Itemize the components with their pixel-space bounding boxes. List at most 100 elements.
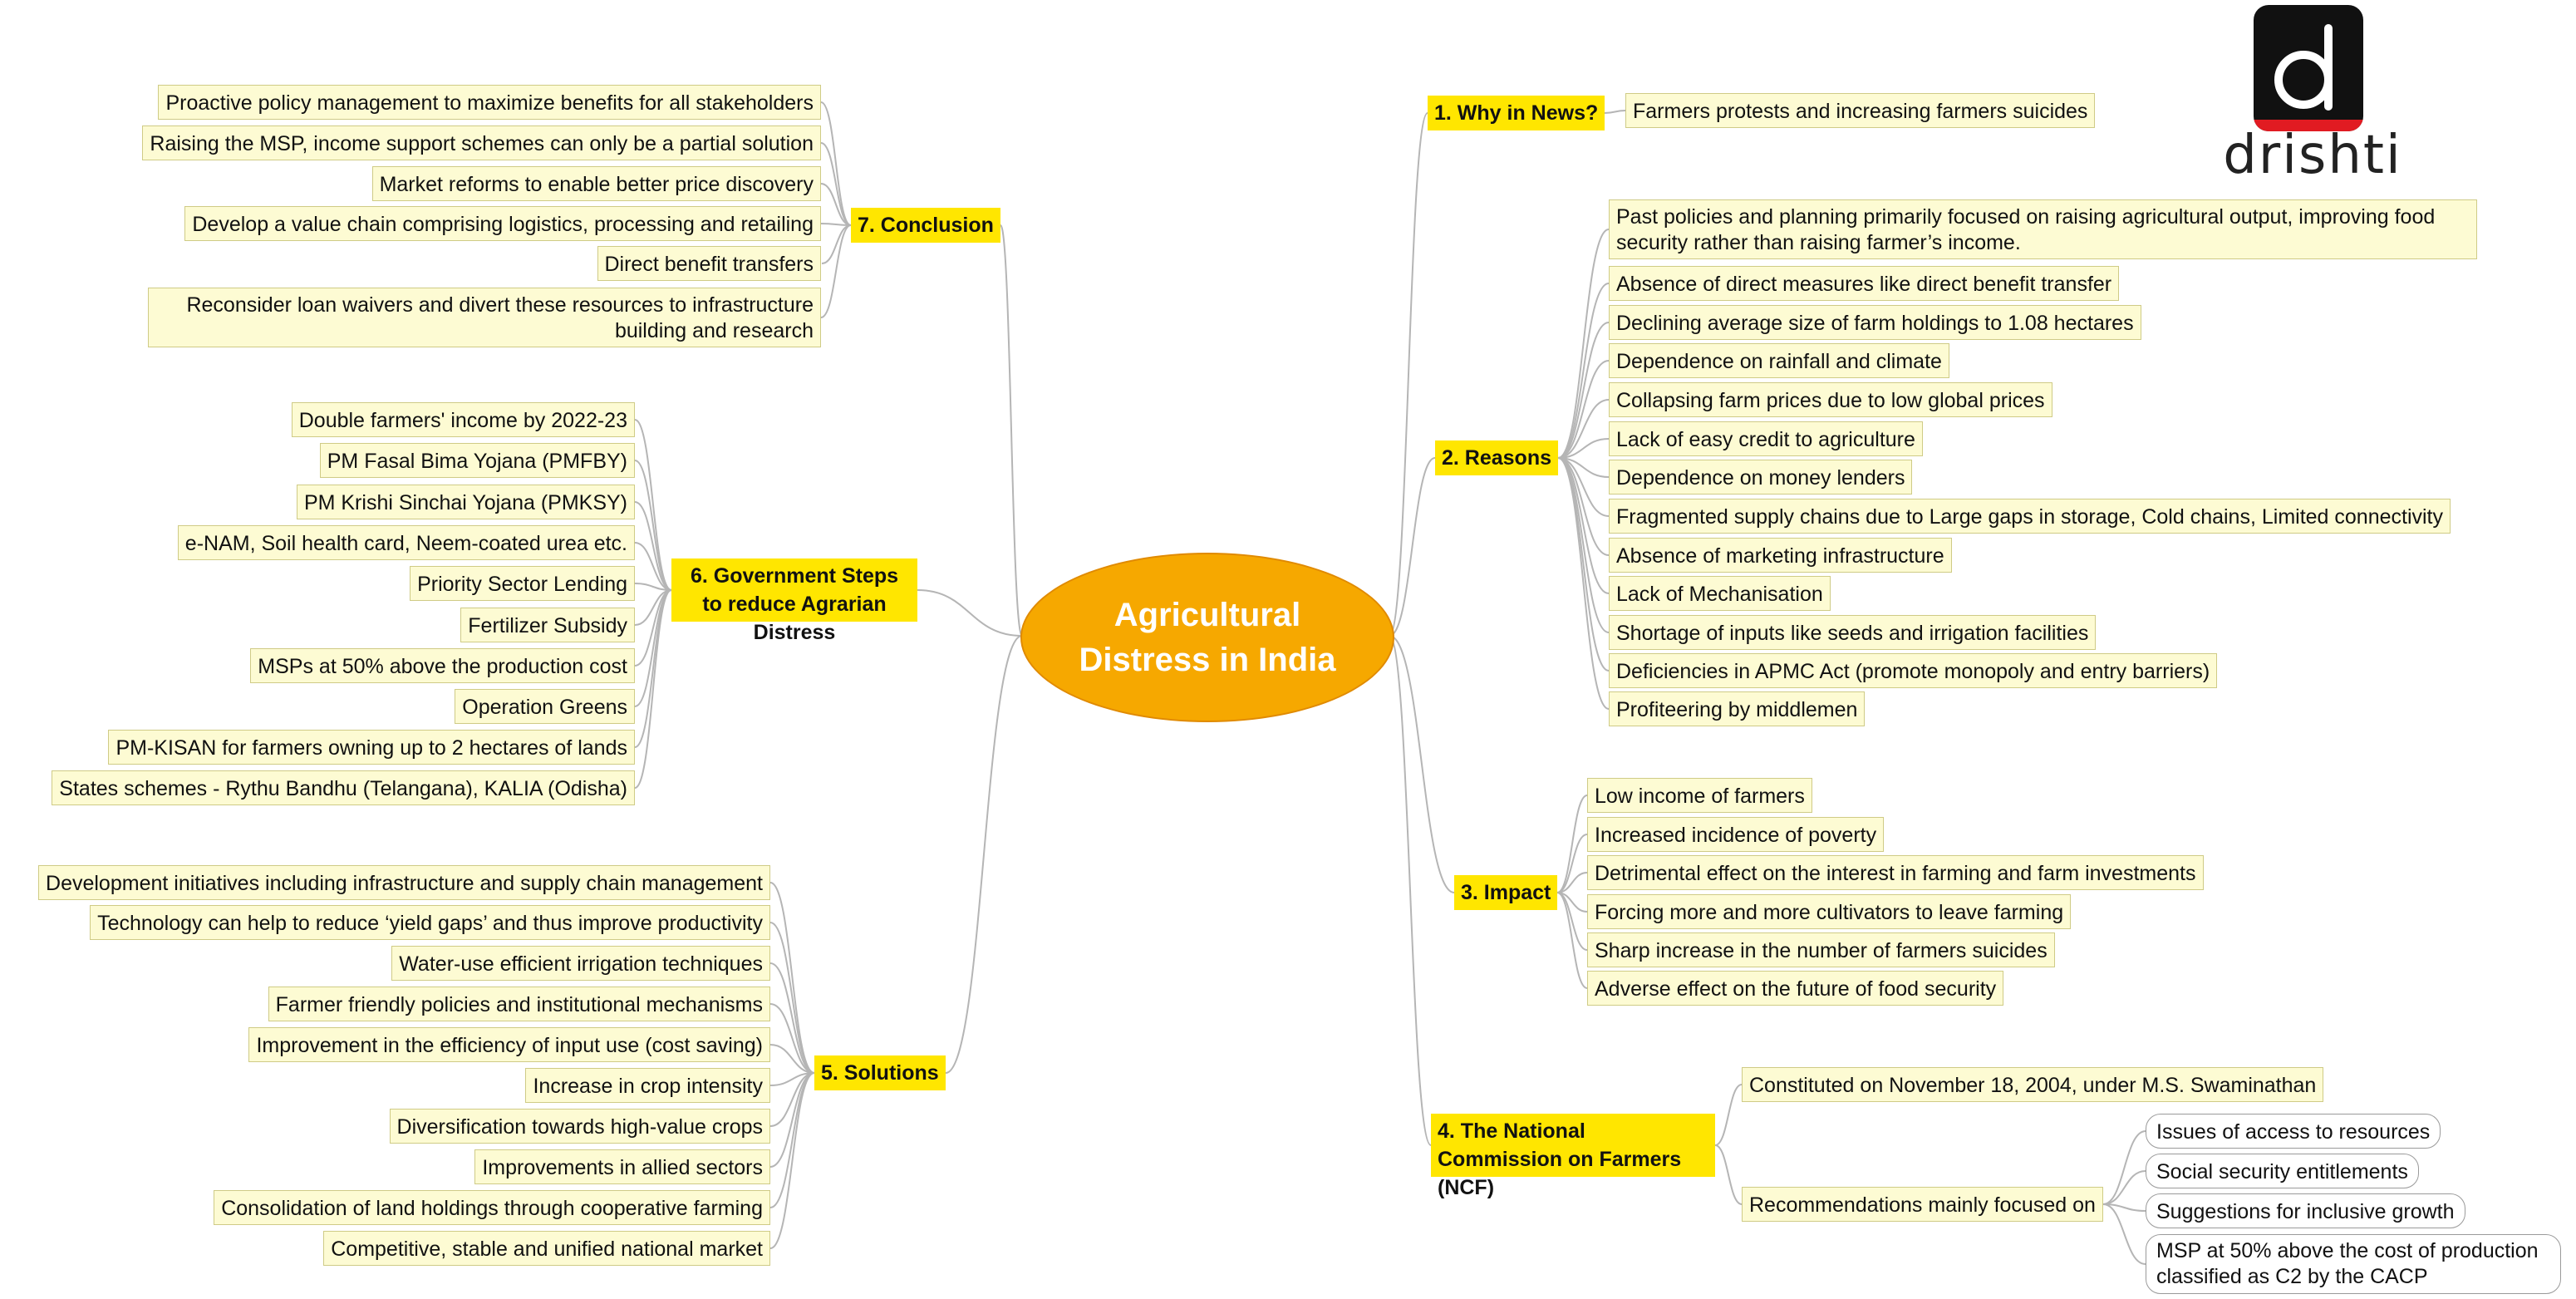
central-topic: Agricultural Distress in India	[1020, 553, 1394, 722]
leaf-connector	[769, 1044, 815, 1074]
solution-item: Technology can help to reduce ‘yield gap…	[90, 905, 770, 940]
reason-item: Profiteering by middlemen	[1609, 691, 1866, 726]
leaf-connector	[1556, 872, 1588, 893]
leaf-connector	[769, 882, 815, 1074]
branch-government-steps: 6. Government Steps to reduce Agrarian D…	[671, 558, 917, 644]
reason-item: Absence of marketing infrastructure	[1609, 538, 1952, 573]
solution-item: Consolidation of land holdings through c…	[214, 1190, 770, 1225]
govt-step-item: PM Krishi Sinchai Yojana (PMKSY)	[296, 485, 635, 519]
reason-item: Lack of easy credit to agriculture	[1609, 421, 1923, 456]
solution-item: Increase in crop intensity	[525, 1068, 770, 1103]
branch-connector	[945, 635, 1023, 1074]
leaf-connector	[1556, 892, 1588, 989]
branch-connector	[1389, 112, 1428, 637]
leaf-connector	[769, 962, 815, 1074]
impact-item: Increased incidence of poverty	[1587, 817, 1885, 852]
leaf-connector	[820, 101, 852, 226]
leaf-connector	[2102, 1203, 2146, 1212]
govt-step-item: Fertilizer Subsidy	[460, 608, 635, 642]
branch-connector	[1000, 224, 1023, 637]
govt-step-item: PM-KISAN for farmers owning up to 2 hect…	[108, 730, 635, 765]
leaf-connector	[1557, 229, 1610, 459]
govt-step-item: PM Fasal Bima Yojana (PMFBY)	[319, 443, 635, 478]
branch-connector	[1389, 635, 1455, 893]
govt-step-item: States schemes - Rythu Bandhu (Telangana…	[52, 770, 635, 805]
conclusion-item: Develop a value chain comprising logisti…	[184, 206, 821, 241]
leaf-connector	[769, 1003, 815, 1074]
branch-solutions: 5. Solutions	[814, 1055, 946, 1090]
reason-item: Fragmented supply chains due to Large ga…	[1609, 499, 2451, 534]
leaf-connector	[634, 589, 672, 626]
leaf-connector	[1557, 457, 1610, 594]
solution-item: Development initiatives including infras…	[38, 865, 770, 900]
leaf-connector	[1557, 457, 1610, 633]
impact-item: Detrimental effect on the interest in fa…	[1587, 855, 2204, 890]
ncf-recommendations: Recommendations mainly focused on	[1742, 1187, 2103, 1222]
govt-step-item: e-NAM, Soil health card, Neem-coated ure…	[177, 525, 635, 560]
drishti-logo: drishti	[2217, 0, 2408, 186]
leaf-connector	[1557, 360, 1610, 459]
branch-connector	[917, 589, 1023, 637]
leaf-connector	[769, 922, 815, 1074]
leaf-connector	[634, 460, 672, 591]
leaf-connector	[820, 183, 852, 226]
leaf-connector	[1556, 834, 1588, 893]
leaf-connector	[769, 1072, 815, 1127]
leaf-connector	[634, 589, 672, 667]
leaf-connector	[1557, 457, 1610, 710]
reason-item: Past policies and planning primarily foc…	[1609, 199, 2477, 259]
reason-item: Dependence on money lenders	[1609, 460, 1913, 495]
leaf-connector	[1714, 1084, 1743, 1146]
leaf-connector	[1557, 457, 1610, 478]
conclusion-item: Raising the MSP, income support schemes …	[142, 125, 821, 160]
conclusion-item: Direct benefit transfers	[597, 246, 821, 281]
govt-step-item: Operation Greens	[455, 689, 635, 724]
leaf-connector	[634, 589, 672, 789]
leaf-connector	[1714, 1144, 1743, 1205]
logo-wordmark: drishti	[2223, 125, 2402, 186]
reason-item: Shortage of inputs like seeds and irriga…	[1609, 615, 2097, 650]
solution-item: Farmer friendly policies and institution…	[268, 987, 770, 1021]
leaf-connector	[634, 542, 672, 591]
leaf-connector	[769, 1072, 815, 1208]
solution-item: Improvement in the efficiency of input u…	[248, 1027, 770, 1062]
leaf-connector	[2102, 1130, 2146, 1205]
leaf-connector	[634, 501, 672, 591]
reason-item: Absence of direct measures like direct b…	[1609, 266, 2120, 301]
branch-ncf: 4. The National Commission on Farmers (N…	[1431, 1114, 1715, 1199]
leaf-connector	[2102, 1203, 2146, 1265]
leaf-connector	[1557, 399, 1610, 459]
leaf-connector	[821, 224, 852, 264]
leaf-connector	[1604, 110, 1626, 114]
branch-conclusion: 7. Conclusion	[851, 208, 1000, 243]
reason-item: Deficiencies in APMC Act (promote monopo…	[1609, 653, 2218, 688]
leaf-connector	[634, 589, 672, 748]
branch-connector	[1389, 457, 1436, 637]
impact-item: Adverse effect on the future of food sec…	[1587, 971, 2004, 1006]
leaf-connector	[1557, 283, 1610, 459]
solution-item: Improvements in allied sectors	[474, 1149, 770, 1184]
solution-item: Diversification towards high-value crops	[389, 1109, 770, 1144]
leaf-connector	[1557, 438, 1610, 459]
recommendation-item: Issues of access to resources	[2146, 1114, 2441, 1149]
reason-item: Collapsing farm prices due to low global…	[1609, 382, 2052, 417]
solution-item: Water-use efficient irrigation technique…	[391, 946, 770, 981]
logo-icon	[2254, 5, 2363, 131]
recommendation-item: Social security entitlements	[2146, 1154, 2419, 1188]
leaf-connector	[769, 1072, 815, 1249]
branch-connector	[1389, 635, 1432, 1146]
branch-reasons: 2. Reasons	[1435, 440, 1559, 475]
branch-why-in-news: 1. Why in News?	[1428, 96, 1605, 130]
leaf-connector	[1557, 457, 1610, 517]
impact-item: Forcing more and more cultivators to lea…	[1587, 894, 2072, 929]
leaf-connector	[1557, 322, 1610, 459]
why-item: Farmers protests and increasing farmers …	[1625, 93, 2096, 128]
ncf-constituted: Constituted on November 18, 2004, under …	[1742, 1067, 2324, 1102]
recommendation-item: Suggestions for inclusive growth	[2146, 1193, 2465, 1228]
reason-item: Dependence on rainfall and climate	[1609, 343, 1949, 378]
govt-step-item: Double farmers' income by 2022-23	[291, 402, 635, 437]
leaf-connector	[820, 142, 852, 226]
branch-impact: 3. Impact	[1454, 875, 1558, 910]
reason-item: Lack of Mechanisation	[1609, 576, 1831, 611]
